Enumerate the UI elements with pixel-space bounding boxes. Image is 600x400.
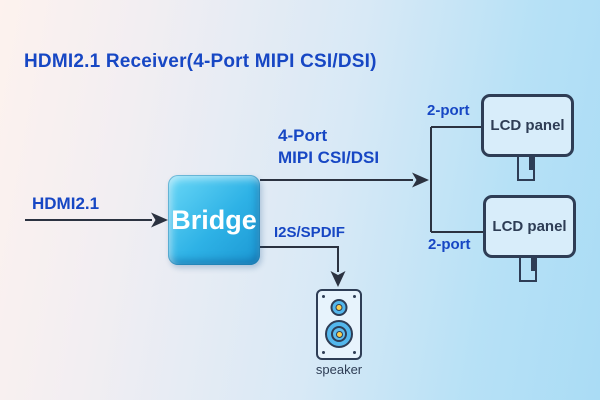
- speaker-woofer-mid-icon: [331, 326, 347, 342]
- audio-arrowhead: [330, 271, 346, 287]
- speaker-tweeter-center-icon: [335, 304, 343, 311]
- speaker-label: speaker: [315, 362, 363, 377]
- lcd-stand-slot-icon: [531, 258, 535, 271]
- mipi-output-label: 4-Port MIPI CSI/DSI: [278, 125, 379, 169]
- mipi-output-label-line2: MIPI CSI/DSI: [278, 148, 380, 167]
- port-label-bottom: 2-port: [428, 236, 471, 253]
- speaker-woofer-icon: [325, 320, 353, 348]
- lcd-panel-block: LCD panel: [483, 195, 576, 258]
- lcd-panel-block: LCD panel: [481, 94, 574, 157]
- page-title: HDMI2.1 Receiver(4-Port MIPI CSI/DSI): [24, 51, 377, 72]
- lcd-stand-slot-icon: [529, 157, 533, 170]
- audio-wire: [260, 246, 339, 272]
- speaker-screw-icon: [322, 295, 325, 298]
- audio-output-label: I2S/SPDIF: [274, 224, 345, 241]
- mipi-arrowhead: [412, 172, 429, 188]
- speaker-screw-icon: [322, 351, 325, 354]
- mipi-output-label-line1: 4-Port: [278, 126, 328, 145]
- hdmi-input-label: HDMI2.1: [32, 194, 100, 213]
- speaker-woofer-center-icon: [335, 330, 343, 338]
- speaker-tweeter-icon: [330, 299, 348, 316]
- hdmi-arrowhead: [151, 212, 168, 228]
- port-label-top: 2-port: [427, 102, 470, 119]
- bridge-block: Bridge: [168, 175, 260, 265]
- speaker-screw-icon: [353, 295, 356, 298]
- speaker-icon: [316, 289, 362, 360]
- speaker-screw-icon: [353, 351, 356, 354]
